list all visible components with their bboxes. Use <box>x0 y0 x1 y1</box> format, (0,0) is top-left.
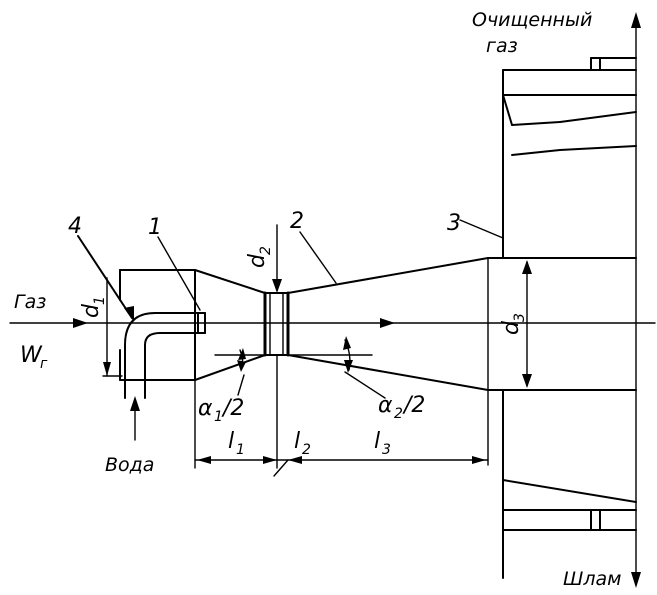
convergent-cone <box>194 269 266 381</box>
svg-text:d: d <box>79 303 104 318</box>
svg-text:α: α <box>198 396 213 421</box>
leader-4 <box>77 235 133 319</box>
svg-text:l: l <box>374 429 380 454</box>
svg-text:/2: /2 <box>402 393 425 418</box>
svg-text:d: d <box>499 320 524 335</box>
upper-internals <box>502 57 637 156</box>
dimension-d2 <box>272 224 282 293</box>
svg-text:3: 3 <box>382 442 391 458</box>
svg-text:d: d <box>245 253 270 268</box>
separator-body <box>487 69 637 579</box>
part-label-1: 1 <box>148 215 162 240</box>
w-subscript: г <box>40 356 48 372</box>
svg-text:l: l <box>294 429 300 454</box>
d3-label: d 3 <box>499 313 528 335</box>
dimension-d3 <box>522 260 532 388</box>
l3-label: l 3 <box>374 429 391 458</box>
water-nozzle <box>124 312 206 399</box>
d2-label: d 2 <box>245 246 274 268</box>
svg-text:2: 2 <box>302 442 311 458</box>
flow-arrowhead <box>380 318 395 328</box>
sludge-arrowhead <box>631 572 641 588</box>
water-label: Вода <box>105 454 154 476</box>
svg-text:1: 1 <box>236 442 245 458</box>
clean-gas-label-line1: Очищенный <box>472 9 592 31</box>
throat <box>263 291 290 357</box>
leader-4-arrowhead <box>124 306 134 322</box>
leader-2 <box>299 231 337 284</box>
alpha2-label: α 2 /2 <box>378 393 425 422</box>
angle-alpha2 <box>287 336 386 399</box>
leader-3 <box>459 219 504 239</box>
d1-label: d 1 <box>79 296 108 318</box>
w-label: W <box>20 343 43 368</box>
svg-text:1: 1 <box>214 409 223 425</box>
l1-label: l 1 <box>228 429 245 458</box>
leader-1 <box>157 236 201 311</box>
l2-label: l 2 <box>294 429 311 458</box>
water-arrowhead <box>130 396 140 411</box>
svg-text:l: l <box>228 429 234 454</box>
clean-gas-arrowhead <box>631 12 641 28</box>
lower-internals <box>502 479 637 531</box>
dimension-lengths <box>194 354 489 477</box>
svg-text:/2: /2 <box>221 396 244 421</box>
gas-label: Газ <box>14 291 46 313</box>
svg-text:1: 1 <box>92 296 108 305</box>
dimension-d1 <box>102 277 123 377</box>
gas-inlet-arrowhead <box>73 318 88 328</box>
inlet-tube <box>119 269 196 381</box>
divergent-cone <box>287 257 489 391</box>
sludge-label: Шлам <box>563 568 621 590</box>
part-label-3: 3 <box>447 211 461 236</box>
part-label-4: 4 <box>68 214 82 239</box>
clean-gas-label-line2: газ <box>486 35 518 57</box>
svg-text:2: 2 <box>258 246 274 255</box>
svg-text:3: 3 <box>512 313 528 322</box>
alpha1-label: α 1 /2 <box>198 396 244 425</box>
svg-text:α: α <box>378 393 393 418</box>
svg-text:2: 2 <box>394 406 403 422</box>
part-label-2: 2 <box>290 209 304 234</box>
angle-alpha1 <box>214 348 266 396</box>
